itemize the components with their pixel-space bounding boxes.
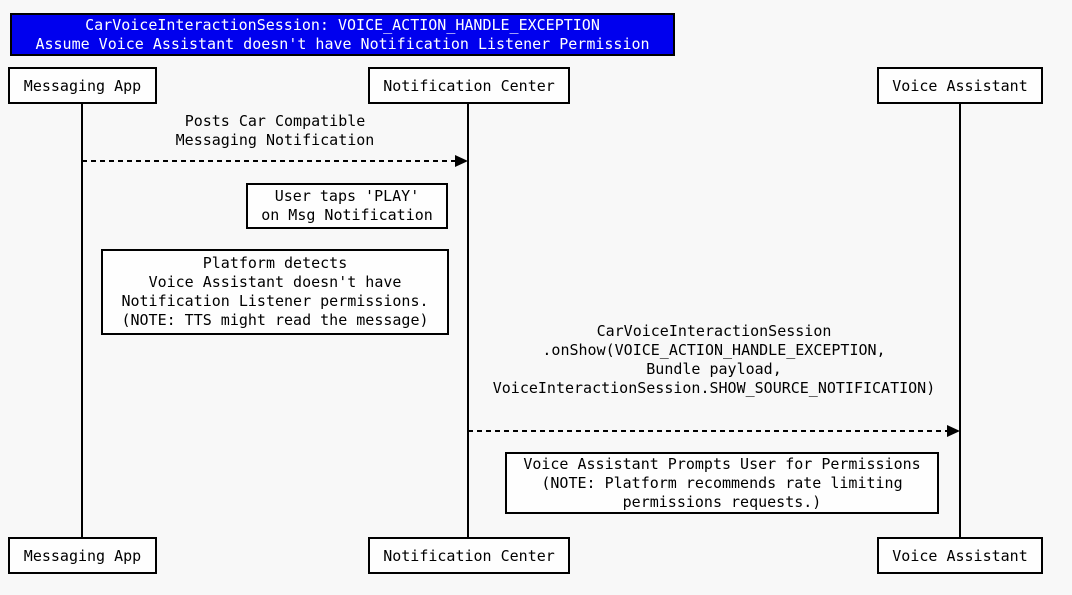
message-2-label-line-1: CarVoiceInteractionSession xyxy=(596,322,832,340)
message-1-arrowhead-icon xyxy=(455,155,468,167)
diagram-title-line-2: Assume Voice Assistant doesn't have Noti… xyxy=(35,35,650,53)
message-2-arrowhead-icon xyxy=(947,425,960,437)
note-2-line-4: (NOTE: TTS might read the message) xyxy=(121,311,429,329)
actor-voice-assistant-bottom: Voice Assistant xyxy=(877,537,1043,574)
message-1-label-line-1: Posts Car Compatible xyxy=(184,112,366,130)
lifeline-messaging-app xyxy=(81,104,83,537)
note-platform-detects: Platform detects Voice Assistant doesn't… xyxy=(101,249,449,335)
actor-messaging-app-bottom: Messaging App xyxy=(8,537,157,574)
message-1-label-line-2: Messaging Notification xyxy=(175,131,375,149)
lifeline-notification-center xyxy=(467,104,469,537)
actor-notification-center-top: Notification Center xyxy=(368,67,570,104)
actor-messaging-app-top: Messaging App xyxy=(8,67,157,104)
diagram-title-banner: CarVoiceInteractionSession: VOICE_ACTION… xyxy=(10,13,675,56)
message-1-dashed-arrow-line xyxy=(82,160,456,162)
note-voice-assistant-prompts: Voice Assistant Prompts User for Permiss… xyxy=(505,452,939,514)
note-2-line-2: Voice Assistant doesn't have xyxy=(148,273,402,291)
message-1-label: Posts Car Compatible Messaging Notificat… xyxy=(82,112,468,150)
diagram-title-line-1: CarVoiceInteractionSession: VOICE_ACTION… xyxy=(85,16,600,34)
lifeline-voice-assistant xyxy=(959,104,961,537)
note-3-line-3: permissions requests.) xyxy=(622,493,822,511)
note-2-line-3: Notification Listener permissions. xyxy=(121,292,429,310)
note-2-line-1: Platform detects xyxy=(202,254,348,272)
actor-notification-center-bottom: Notification Center xyxy=(368,537,570,574)
message-2-dashed-arrow-line xyxy=(468,430,948,432)
note-3-line-1: Voice Assistant Prompts User for Permiss… xyxy=(523,455,921,473)
note-user-taps-play: User taps 'PLAY' on Msg Notification xyxy=(246,183,448,229)
message-2-label-line-3: Bundle payload, xyxy=(646,360,782,378)
note-1-line-2: on Msg Notification xyxy=(261,206,433,224)
note-1-line-1: User taps 'PLAY' xyxy=(274,187,420,205)
note-3-line-2: (NOTE: Platform recommends rate limiting xyxy=(541,474,903,492)
message-2-label-line-4: VoiceInteractionSession.SHOW_SOURCE_NOTI… xyxy=(492,379,936,397)
message-2-label-line-2: .onShow(VOICE_ACTION_HANDLE_EXCEPTION, xyxy=(542,341,886,359)
actor-voice-assistant-top: Voice Assistant xyxy=(877,67,1043,104)
message-2-label: CarVoiceInteractionSession .onShow(VOICE… xyxy=(468,322,960,398)
